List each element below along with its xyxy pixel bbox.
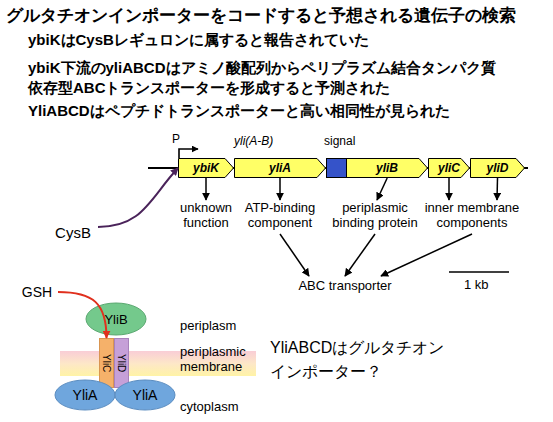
note-text: ybiKはCysBレギュロンに属すると報告されていた <box>28 30 369 50</box>
complex-label: ABC transporter <box>285 276 405 294</box>
connector-arrow <box>381 234 472 276</box>
gene-arrow: yliA <box>234 158 326 178</box>
node-text: ybiK <box>193 161 219 175</box>
node-text: YliB <box>104 312 127 327</box>
compartment-label: cytoplasm <box>180 399 239 414</box>
gene-arrow: ybiK <box>178 158 234 178</box>
note-text: YliABCDはペプチドトランスポーターと高い相同性が見られた <box>28 101 450 121</box>
gene-arrow: yliB <box>326 158 428 178</box>
node-text: CysB <box>55 224 91 241</box>
promoter-arrow <box>179 149 198 158</box>
node-text: ATP-binding component <box>238 200 322 230</box>
node-text: periplasmic binding protein <box>325 200 425 230</box>
connector-arrow <box>98 168 178 227</box>
node-text: yliB <box>376 161 398 175</box>
connector-arrow <box>345 234 375 276</box>
function-label: periplasmic binding protein <box>325 200 425 234</box>
membrane-protein: YliD <box>114 338 129 388</box>
connector-arrow <box>496 178 498 200</box>
node-text: YliA <box>133 387 158 403</box>
node-text: GSH <box>22 284 52 300</box>
operon-label: yli(A-B) <box>234 134 273 148</box>
signal-label: signal <box>324 134 355 148</box>
connector-arrow <box>377 178 387 200</box>
compartment-label: periplasmic membrane <box>180 344 260 374</box>
node-text: YliA <box>73 387 98 403</box>
node-text: YliD <box>115 354 128 372</box>
gene-arrow: yliD <box>470 158 525 178</box>
connector-arrow <box>448 178 450 200</box>
substrate-label: GSH <box>16 283 58 301</box>
gene-arrow: yliC <box>428 158 470 178</box>
regulator-label: CysB <box>48 222 98 242</box>
connector-arrow <box>58 292 107 338</box>
promoter-label: P <box>172 132 180 146</box>
node-text: unknown function <box>171 200 241 230</box>
question-text: YliABCDはグルタチオン インポーター？ <box>270 336 520 384</box>
compartment-label: periplasm <box>180 318 236 333</box>
connector-arrow <box>279 178 281 200</box>
connector-arrow <box>280 234 309 276</box>
node-text: yliA <box>269 161 291 175</box>
scale-label: 1 kb <box>464 277 489 292</box>
note-text: ybiK下流のyliABCDはアミノ酸配列からペリプラズム結合タンパク質 依存型… <box>28 58 548 98</box>
protein-ellipse: YliA <box>114 379 176 411</box>
node-text: YliC <box>100 354 113 372</box>
node-text: yliC <box>438 161 460 175</box>
protein-ellipse: YliA <box>54 379 116 411</box>
node-text: yliD <box>486 161 508 175</box>
node-text: inner membrane components <box>422 200 522 230</box>
title-text: グルタチオンインポーターをコードすると予想される遺伝子の検索 <box>6 4 516 27</box>
function-label: ATP-binding component <box>238 200 322 234</box>
connector-arrow <box>205 178 207 200</box>
function-label: unknown function <box>171 200 241 234</box>
node-text: ABC transporter <box>298 278 391 293</box>
protein-ellipse: YliB <box>85 302 147 336</box>
membrane-protein: YliC <box>99 338 114 388</box>
function-label: inner membrane components <box>422 200 522 234</box>
scale-bar <box>449 271 509 273</box>
signal-sequence <box>327 159 347 178</box>
